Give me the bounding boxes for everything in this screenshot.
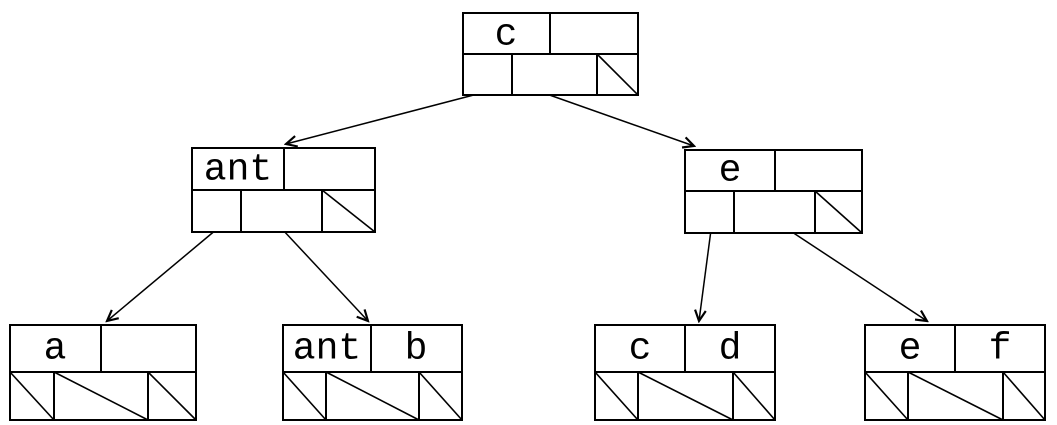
leaf-a: a [9,324,197,421]
edge-root-to-ant-node [286,90,490,144]
edge-e-node-to-leaf-c-d [699,229,712,321]
leaf-ant-b-key-1: ant [293,328,361,371]
leaf-e-f: e f [864,324,1046,421]
null-pointer-slash [814,190,863,234]
edge-e-node-to-leaf-e-f [788,229,927,321]
null-pointer-slash [732,371,776,421]
null-pointer-slash [9,371,55,421]
null-pointer-slash [418,371,463,421]
null-pointer-slash [325,371,420,421]
node-e-key-1: e [719,150,742,193]
edges [107,90,927,321]
null-pointer-slash [53,371,149,421]
leaf-e-f-key-2: f [989,328,1012,371]
edge-ant-node-to-leaf-ant-b [281,228,368,321]
null-pointer-slash [594,371,639,421]
null-pointer-slash [147,371,197,421]
null-pointer-slash [864,371,909,421]
null-pointer-slash [1002,371,1046,421]
edge-root-to-e-node [540,91,694,146]
edge-ant-node-to-leaf-a [107,228,218,321]
leaf-ant-b-key-2: b [405,328,428,371]
leaf-c-d: c d [594,324,776,421]
null-pointer-slash [321,189,376,233]
null-pointer-slash [282,371,327,421]
leaf-c-d-key-1: c [629,328,652,371]
node-root-key-1: c [495,14,518,57]
leaf-ant-b: ant b [282,324,463,421]
leaf-a-key-1: a [44,328,67,371]
leaf-e-f-key-1: e [899,328,922,371]
leaf-c-d-key-2: d [719,328,742,371]
node-root: c [462,12,639,96]
node-e: e [684,149,863,234]
node-ant: ant [191,147,376,233]
null-pointer-slash [907,371,1004,421]
null-pointer-slash [596,53,639,96]
null-pointer-slash [637,371,734,421]
node-ant-key-1: ant [204,149,272,192]
